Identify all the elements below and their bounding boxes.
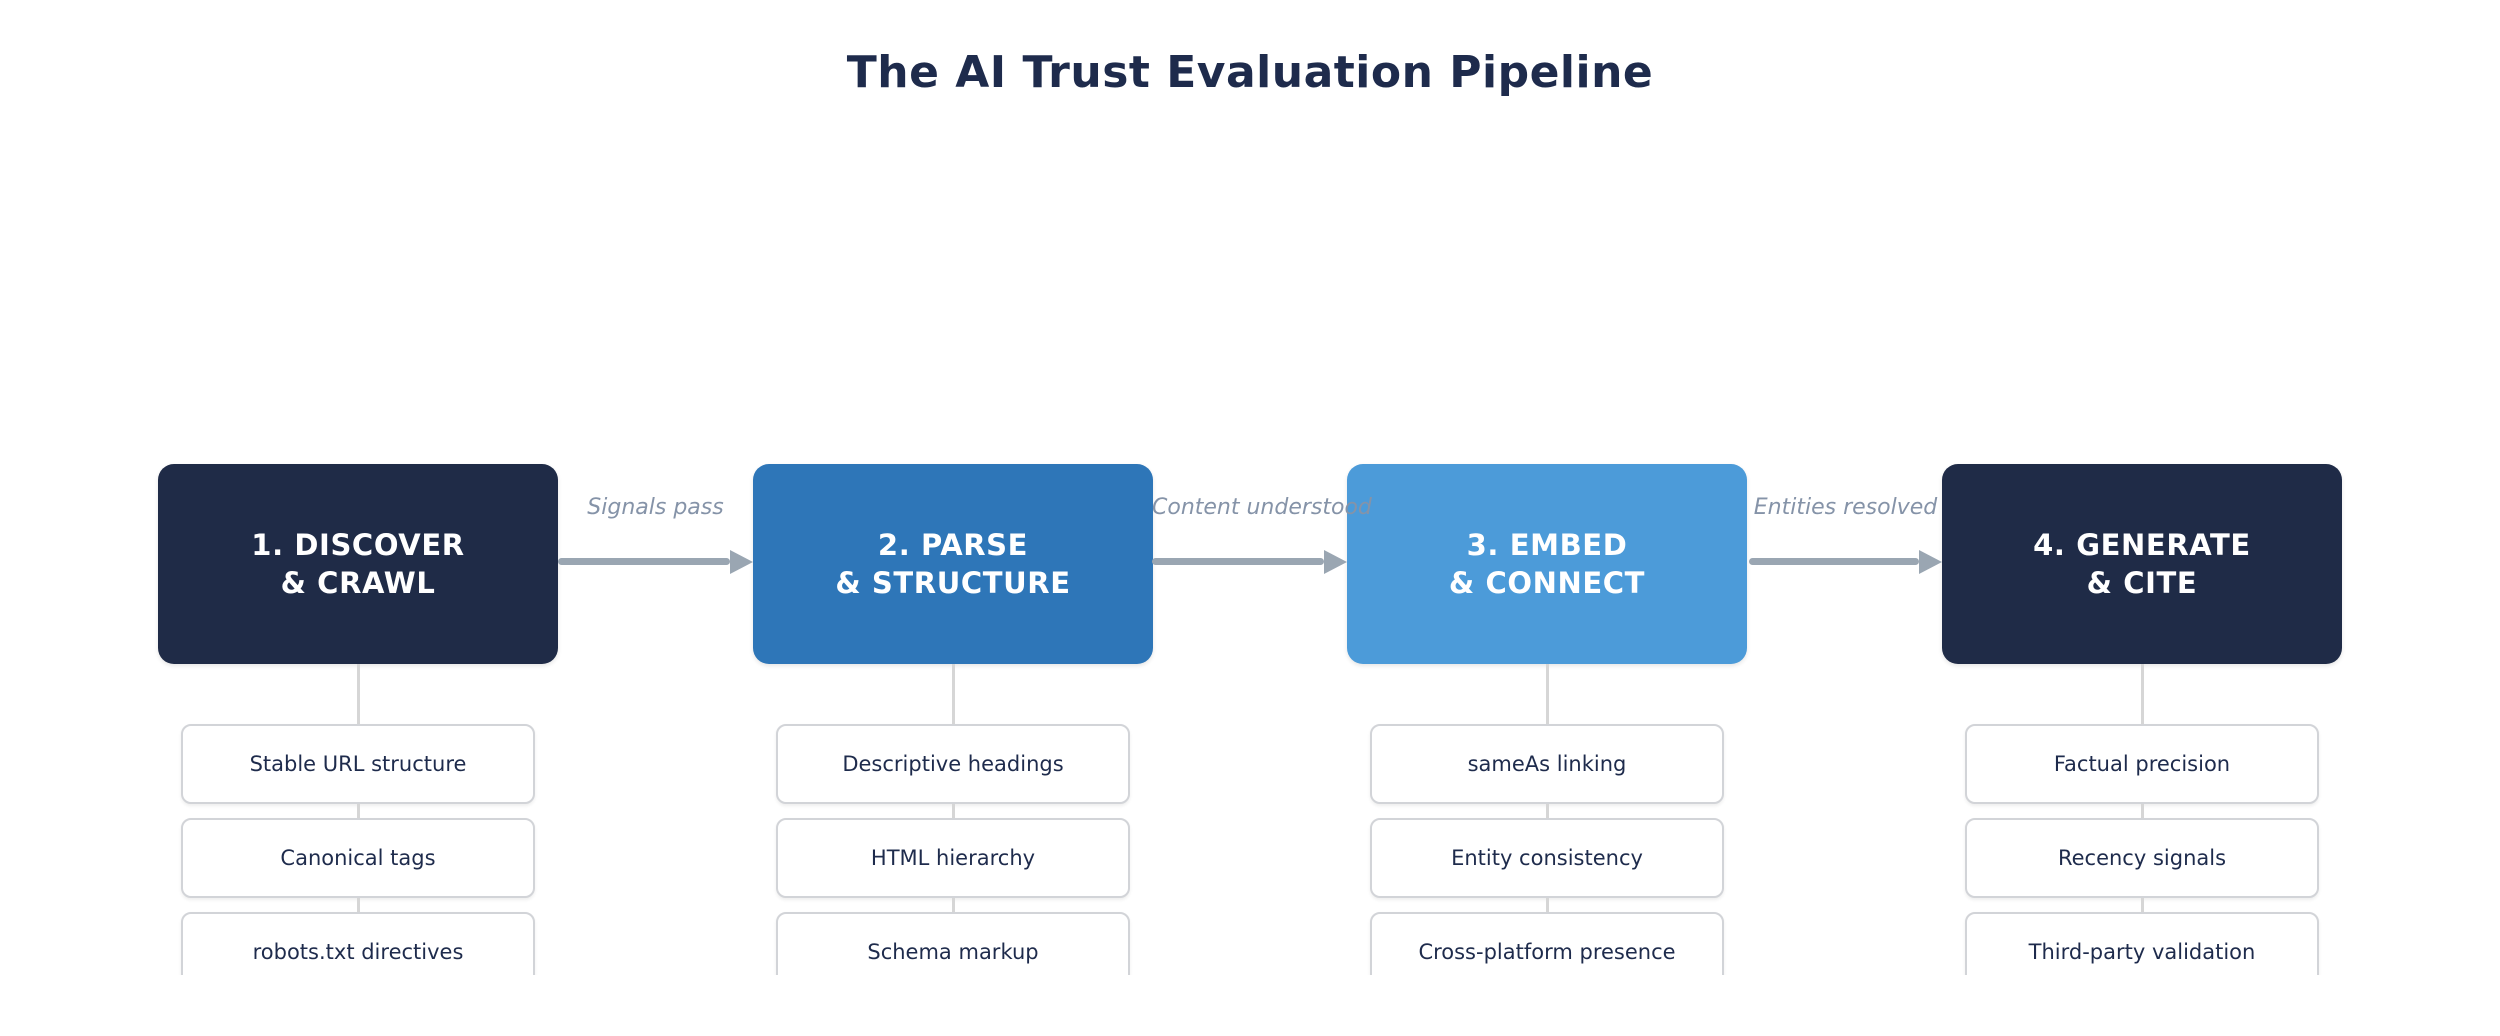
connector-line <box>951 664 955 724</box>
connector-line <box>1545 664 1549 724</box>
flow-arrow-1-label: Signals pass <box>587 495 724 520</box>
stage-title-line: & CRAWL <box>280 566 436 600</box>
detail-item-label: Canonical tags <box>280 846 436 870</box>
arrow-right-head-icon <box>730 550 753 574</box>
connector-line <box>356 898 360 912</box>
detail-item-label: Schema markup <box>867 940 1039 964</box>
detail-item-label: Entity consistency <box>1451 846 1643 870</box>
flow-arrow-2: Content understood <box>1152 495 1372 575</box>
detail-item: sameAs linking <box>1370 724 1724 804</box>
detail-item-label: Stable URL structure <box>249 752 467 776</box>
stage-title-line: & CITE <box>2086 566 2198 600</box>
stage-title-line: 1. DISCOVER <box>251 528 465 562</box>
flow-arrow-2-line <box>1152 558 1324 565</box>
stage-title-line: & STRUCTURE <box>835 566 1071 600</box>
detail-item-label: robots.txt directives <box>252 940 464 964</box>
stage-title-line: 3. EMBED <box>1466 528 1628 562</box>
detail-item: Cross-platform presence <box>1370 912 1724 975</box>
detail-item: robots.txt directives <box>181 912 535 975</box>
arrow-right-head-icon <box>1324 550 1347 574</box>
detail-item-label: Recency signals <box>2057 846 2227 870</box>
flow-arrow-3: Entities resolved <box>1749 495 1942 575</box>
connector-line <box>2140 898 2144 912</box>
connector-line <box>356 804 360 818</box>
flow-arrow-2-label: Content understood <box>1152 495 1372 520</box>
stage-column-parse-structure: 2. PARSE & STRUCTURE Descriptive heading… <box>753 464 1153 975</box>
diagram-clip-area: 1. DISCOVER & CRAWL Stable URL structure… <box>158 464 2342 975</box>
stage-title-line: 2. PARSE <box>877 528 1029 562</box>
diagram-title: The AI Trust Evaluation Pipeline <box>846 47 1654 98</box>
stage-title-line: 4. GENERATE <box>2033 528 2251 562</box>
detail-item: Descriptive headings <box>776 724 1130 804</box>
connector-line <box>356 664 360 724</box>
connector-line <box>2140 804 2144 818</box>
detail-item-label: Cross-platform presence <box>1418 940 1676 964</box>
detail-item-label: Third-party validation <box>2028 940 2256 964</box>
stage-box-parse-structure: 2. PARSE & STRUCTURE <box>753 464 1153 664</box>
stage-box-discover-crawl: 1. DISCOVER & CRAWL <box>158 464 558 664</box>
stage-column-discover-crawl: 1. DISCOVER & CRAWL Stable URL structure… <box>158 464 558 975</box>
flow-arrow-1: Signals pass <box>558 495 753 575</box>
connector-line <box>951 804 955 818</box>
detail-item: Recency signals <box>1965 818 2319 898</box>
detail-item-label: Factual precision <box>2053 752 2231 776</box>
detail-item: Entity consistency <box>1370 818 1724 898</box>
flow-arrow-3-line <box>1749 558 1919 565</box>
detail-item: Schema markup <box>776 912 1130 975</box>
stage-title-line: & CONNECT <box>1448 566 1646 600</box>
flow-arrow-3-label: Entities resolved <box>1753 495 1938 520</box>
detail-item: HTML hierarchy <box>776 818 1130 898</box>
arrow-right-head-icon <box>1919 550 1942 574</box>
stage-box-embed-connect: 3. EMBED & CONNECT <box>1347 464 1747 664</box>
stage-column-embed-connect: 3. EMBED & CONNECT sameAs linking Entity… <box>1347 464 1747 975</box>
connector-line <box>2140 664 2144 724</box>
connector-line <box>1545 804 1549 818</box>
detail-item-label: sameAs linking <box>1467 752 1627 776</box>
detail-item: Factual precision <box>1965 724 2319 804</box>
detail-item: Stable URL structure <box>181 724 535 804</box>
detail-item: Canonical tags <box>181 818 535 898</box>
stage-column-generate-cite: 4. GENERATE & CITE Factual precision Rec… <box>1942 464 2342 975</box>
stage-box-generate-cite: 4. GENERATE & CITE <box>1942 464 2342 664</box>
detail-item-label: Descriptive headings <box>842 752 1064 776</box>
detail-item-label: HTML hierarchy <box>870 846 1036 870</box>
connector-line <box>1545 898 1549 912</box>
flow-arrow-1-line <box>558 558 730 565</box>
connector-line <box>951 898 955 912</box>
detail-item: Third-party validation <box>1965 912 2319 975</box>
